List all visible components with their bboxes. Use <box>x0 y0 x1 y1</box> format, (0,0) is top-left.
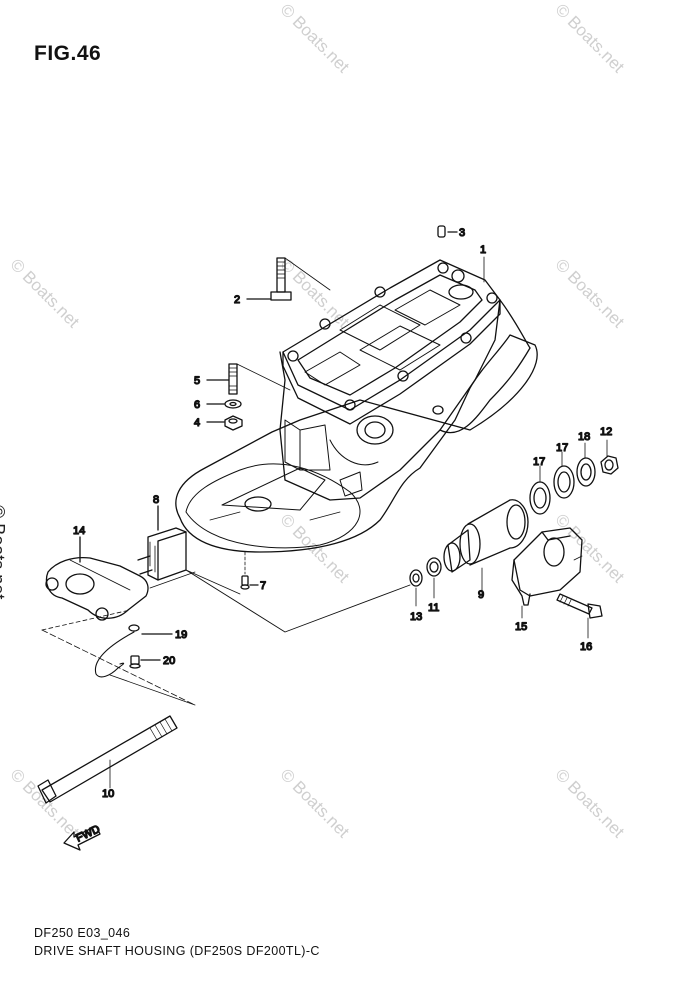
part-label-3: 3 <box>459 227 465 239</box>
part-label-5: 5 <box>194 375 200 387</box>
model-code: DF250 E03_046 <box>34 926 131 940</box>
part-label-9: 9 <box>478 589 484 601</box>
grommet-part-8[interactable] <box>137 527 187 581</box>
screw-part-7[interactable] <box>240 575 250 590</box>
part-label-17b: 17 <box>556 442 568 454</box>
part-label-17a: 17 <box>533 456 545 468</box>
fwd-label: FWD <box>74 823 102 844</box>
forward-arrow-icon: FWD <box>63 823 103 851</box>
part-label-7: 7 <box>260 580 266 592</box>
part-label-11: 11 <box>428 602 439 614</box>
leader-line <box>109 674 196 706</box>
watermark-side-text: © Boats.net <box>0 505 8 600</box>
part-label-1: 1 <box>480 244 486 256</box>
drive-shaft-housing[interactable] <box>175 259 538 553</box>
part-label-15: 15 <box>515 621 527 633</box>
leader-line <box>185 569 411 633</box>
bolt-part-16[interactable] <box>556 593 603 619</box>
nut-part-12[interactable] <box>600 455 619 475</box>
part-label-20: 20 <box>163 655 175 667</box>
bolt-part-2[interactable] <box>270 257 292 301</box>
leader-line <box>185 569 241 595</box>
washer-part-13[interactable] <box>409 569 423 587</box>
bolt-part-20[interactable] <box>129 655 141 669</box>
clamp-part-15[interactable] <box>511 527 583 606</box>
washer-part-17a[interactable] <box>529 481 551 515</box>
bracket-part-14[interactable] <box>45 556 149 621</box>
leader-line <box>236 363 291 391</box>
part-label-14: 14 <box>73 525 85 537</box>
pin-part-3[interactable] <box>437 225 446 238</box>
part-label-13: 13 <box>410 611 422 623</box>
figure-caption: DRIVE SHAFT HOUSING (DF250S DF200TL)-C <box>34 944 320 958</box>
part-label-8: 8 <box>153 494 159 506</box>
ground-wire-part-19[interactable] <box>94 624 140 678</box>
washer-part-18[interactable] <box>576 457 596 487</box>
nut-part-4[interactable] <box>224 415 243 431</box>
part-label-19: 19 <box>175 629 187 641</box>
figure-title: FIG.46 <box>34 42 102 65</box>
washer-part-17b[interactable] <box>553 465 575 499</box>
part-label-4: 4 <box>194 417 200 429</box>
part-label-12: 12 <box>600 426 612 438</box>
part-label-2: 2 <box>234 294 240 306</box>
bushing-part-9[interactable] <box>443 499 529 573</box>
leader-line <box>284 257 331 291</box>
long-bolt-part-10[interactable] <box>37 715 178 804</box>
part-label-6: 6 <box>194 399 200 411</box>
leader-line <box>149 571 196 589</box>
part-label-18: 18 <box>578 431 590 443</box>
stud-part-5[interactable] <box>228 363 238 395</box>
leader-line <box>41 609 131 631</box>
washer-part-6[interactable] <box>224 399 242 409</box>
part-label-10: 10 <box>102 788 114 800</box>
washer-part-11[interactable] <box>426 557 442 577</box>
part-label-16: 16 <box>580 641 592 653</box>
leader-line <box>41 629 196 706</box>
